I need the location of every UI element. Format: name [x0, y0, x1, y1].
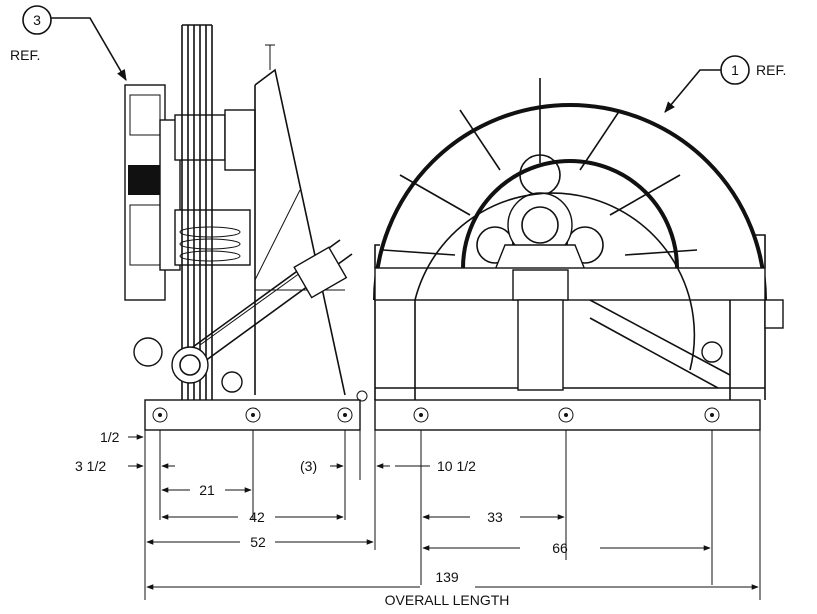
- clutch-housing: [124, 84, 256, 301]
- callout-1-label: REF.: [756, 62, 786, 78]
- left-base: [144, 390, 368, 431]
- boom-arm: [133, 239, 353, 393]
- reel-frame: [374, 192, 784, 400]
- drive-belts: [179, 24, 241, 400]
- dim-21: 21: [199, 482, 215, 498]
- dim-33: 33: [487, 509, 503, 525]
- dimension-labels: 1/2 3 1/2 21 42 52 (3) 10 1/2 33 66 139 …: [75, 429, 568, 608]
- a-frame: [254, 44, 346, 396]
- reel-unit: [373, 78, 784, 431]
- left-drive-unit: [124, 24, 368, 431]
- dim-139: 139: [435, 569, 459, 585]
- callout-ref-1: 1 REF.: [664, 55, 786, 113]
- callout-ref-3: 3 REF.: [10, 5, 127, 81]
- dimension-lines: [128, 430, 761, 600]
- reel-drum: [373, 78, 767, 301]
- overall-length-label: OVERALL LENGTH: [385, 592, 510, 608]
- right-base: [374, 399, 761, 431]
- callout-1-number: 1: [731, 62, 739, 78]
- dim-52: 52: [250, 534, 266, 550]
- dim-half: 1/2: [100, 429, 120, 445]
- dim-66: 66: [552, 540, 568, 556]
- dim-3: (3): [300, 458, 317, 474]
- dim-42: 42: [249, 509, 265, 525]
- dim-three-half: 3 1/2: [75, 458, 106, 474]
- callout-3-label: REF.: [10, 47, 40, 63]
- callout-3-number: 3: [33, 12, 41, 28]
- dim-ten-half: 10 1/2: [437, 458, 476, 474]
